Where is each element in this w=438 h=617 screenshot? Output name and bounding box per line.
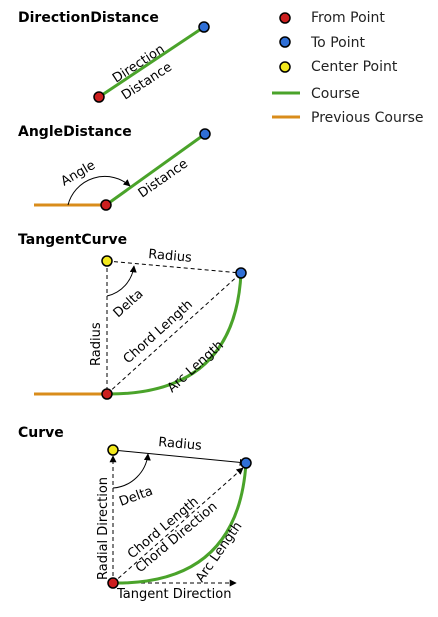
delta-arc <box>106 265 137 297</box>
tangent-curve-from-point <box>101 388 113 400</box>
curve-tangent-direction-label: Tangent Direction <box>116 587 231 602</box>
angle-distance-title: AngleDistance <box>18 124 132 140</box>
section-direction-distance: DirectionDistance Direction Distance <box>18 10 210 103</box>
curve-title: Curve <box>18 425 64 441</box>
legend-from-point-label: From Point <box>311 10 385 26</box>
tangent-curve-to-point <box>235 267 247 279</box>
legend-previous-course-label: Previous Course <box>311 110 424 126</box>
section-curve: Curve Radius Delta Radial Direction Chor… <box>18 425 252 602</box>
tangent-curve-radius-side-label: Radius <box>89 322 104 366</box>
direction-distance-from-point <box>93 91 105 103</box>
curve-radius-line <box>112 449 247 466</box>
tangent-curve-arc-length-label: Arc Length <box>165 338 227 396</box>
legend-from-point-marker <box>279 12 291 24</box>
legend-center-point-label: Center Point <box>311 59 398 75</box>
tangent-curve-radius-top <box>106 260 242 274</box>
tangent-curve-chord <box>106 272 242 395</box>
angle-distance-course <box>104 132 207 207</box>
curve-delta-arc <box>112 453 151 489</box>
legend-course-label: Course <box>311 86 360 102</box>
angle-label: Angle <box>59 158 99 189</box>
curve-chord-line <box>112 467 244 584</box>
curve-radial-direction-label: Radial Direction <box>96 477 111 580</box>
direction-distance-course <box>97 25 206 99</box>
direction-distance-to-point <box>198 21 210 33</box>
angle-arc <box>67 175 131 206</box>
direction-distance-title: DirectionDistance <box>18 10 159 26</box>
angle-distance-to-point <box>199 128 211 140</box>
curve-delta-label: Delta <box>117 484 155 510</box>
curve-to-point <box>240 457 252 469</box>
tangent-curve-delta-label: Delta <box>111 287 147 321</box>
legend: From Point To Point Center Point Course … <box>272 10 424 126</box>
curve-arc <box>111 461 248 585</box>
curve-radius-label: Radius <box>158 435 203 454</box>
tangent-curve-radius-top-label: Radius <box>148 247 193 266</box>
section-angle-distance: AngleDistance Angle Distance <box>18 124 211 211</box>
tangent-curve-center-point <box>101 255 113 267</box>
legend-to-point-marker <box>279 36 291 48</box>
section-tangent-curve: TangentCurve Radius Delta Radius Chord L… <box>18 232 247 400</box>
angle-distance-from-point <box>100 199 112 211</box>
tangent-curve-arc <box>105 271 243 396</box>
legend-center-point-marker <box>279 61 291 73</box>
curve-from-point <box>107 577 119 589</box>
curve-center-point <box>107 444 119 456</box>
curve-arc-length-label: Arc Length <box>193 519 245 585</box>
tangent-curve-title: TangentCurve <box>18 232 127 248</box>
legend-to-point-label: To Point <box>310 35 365 51</box>
